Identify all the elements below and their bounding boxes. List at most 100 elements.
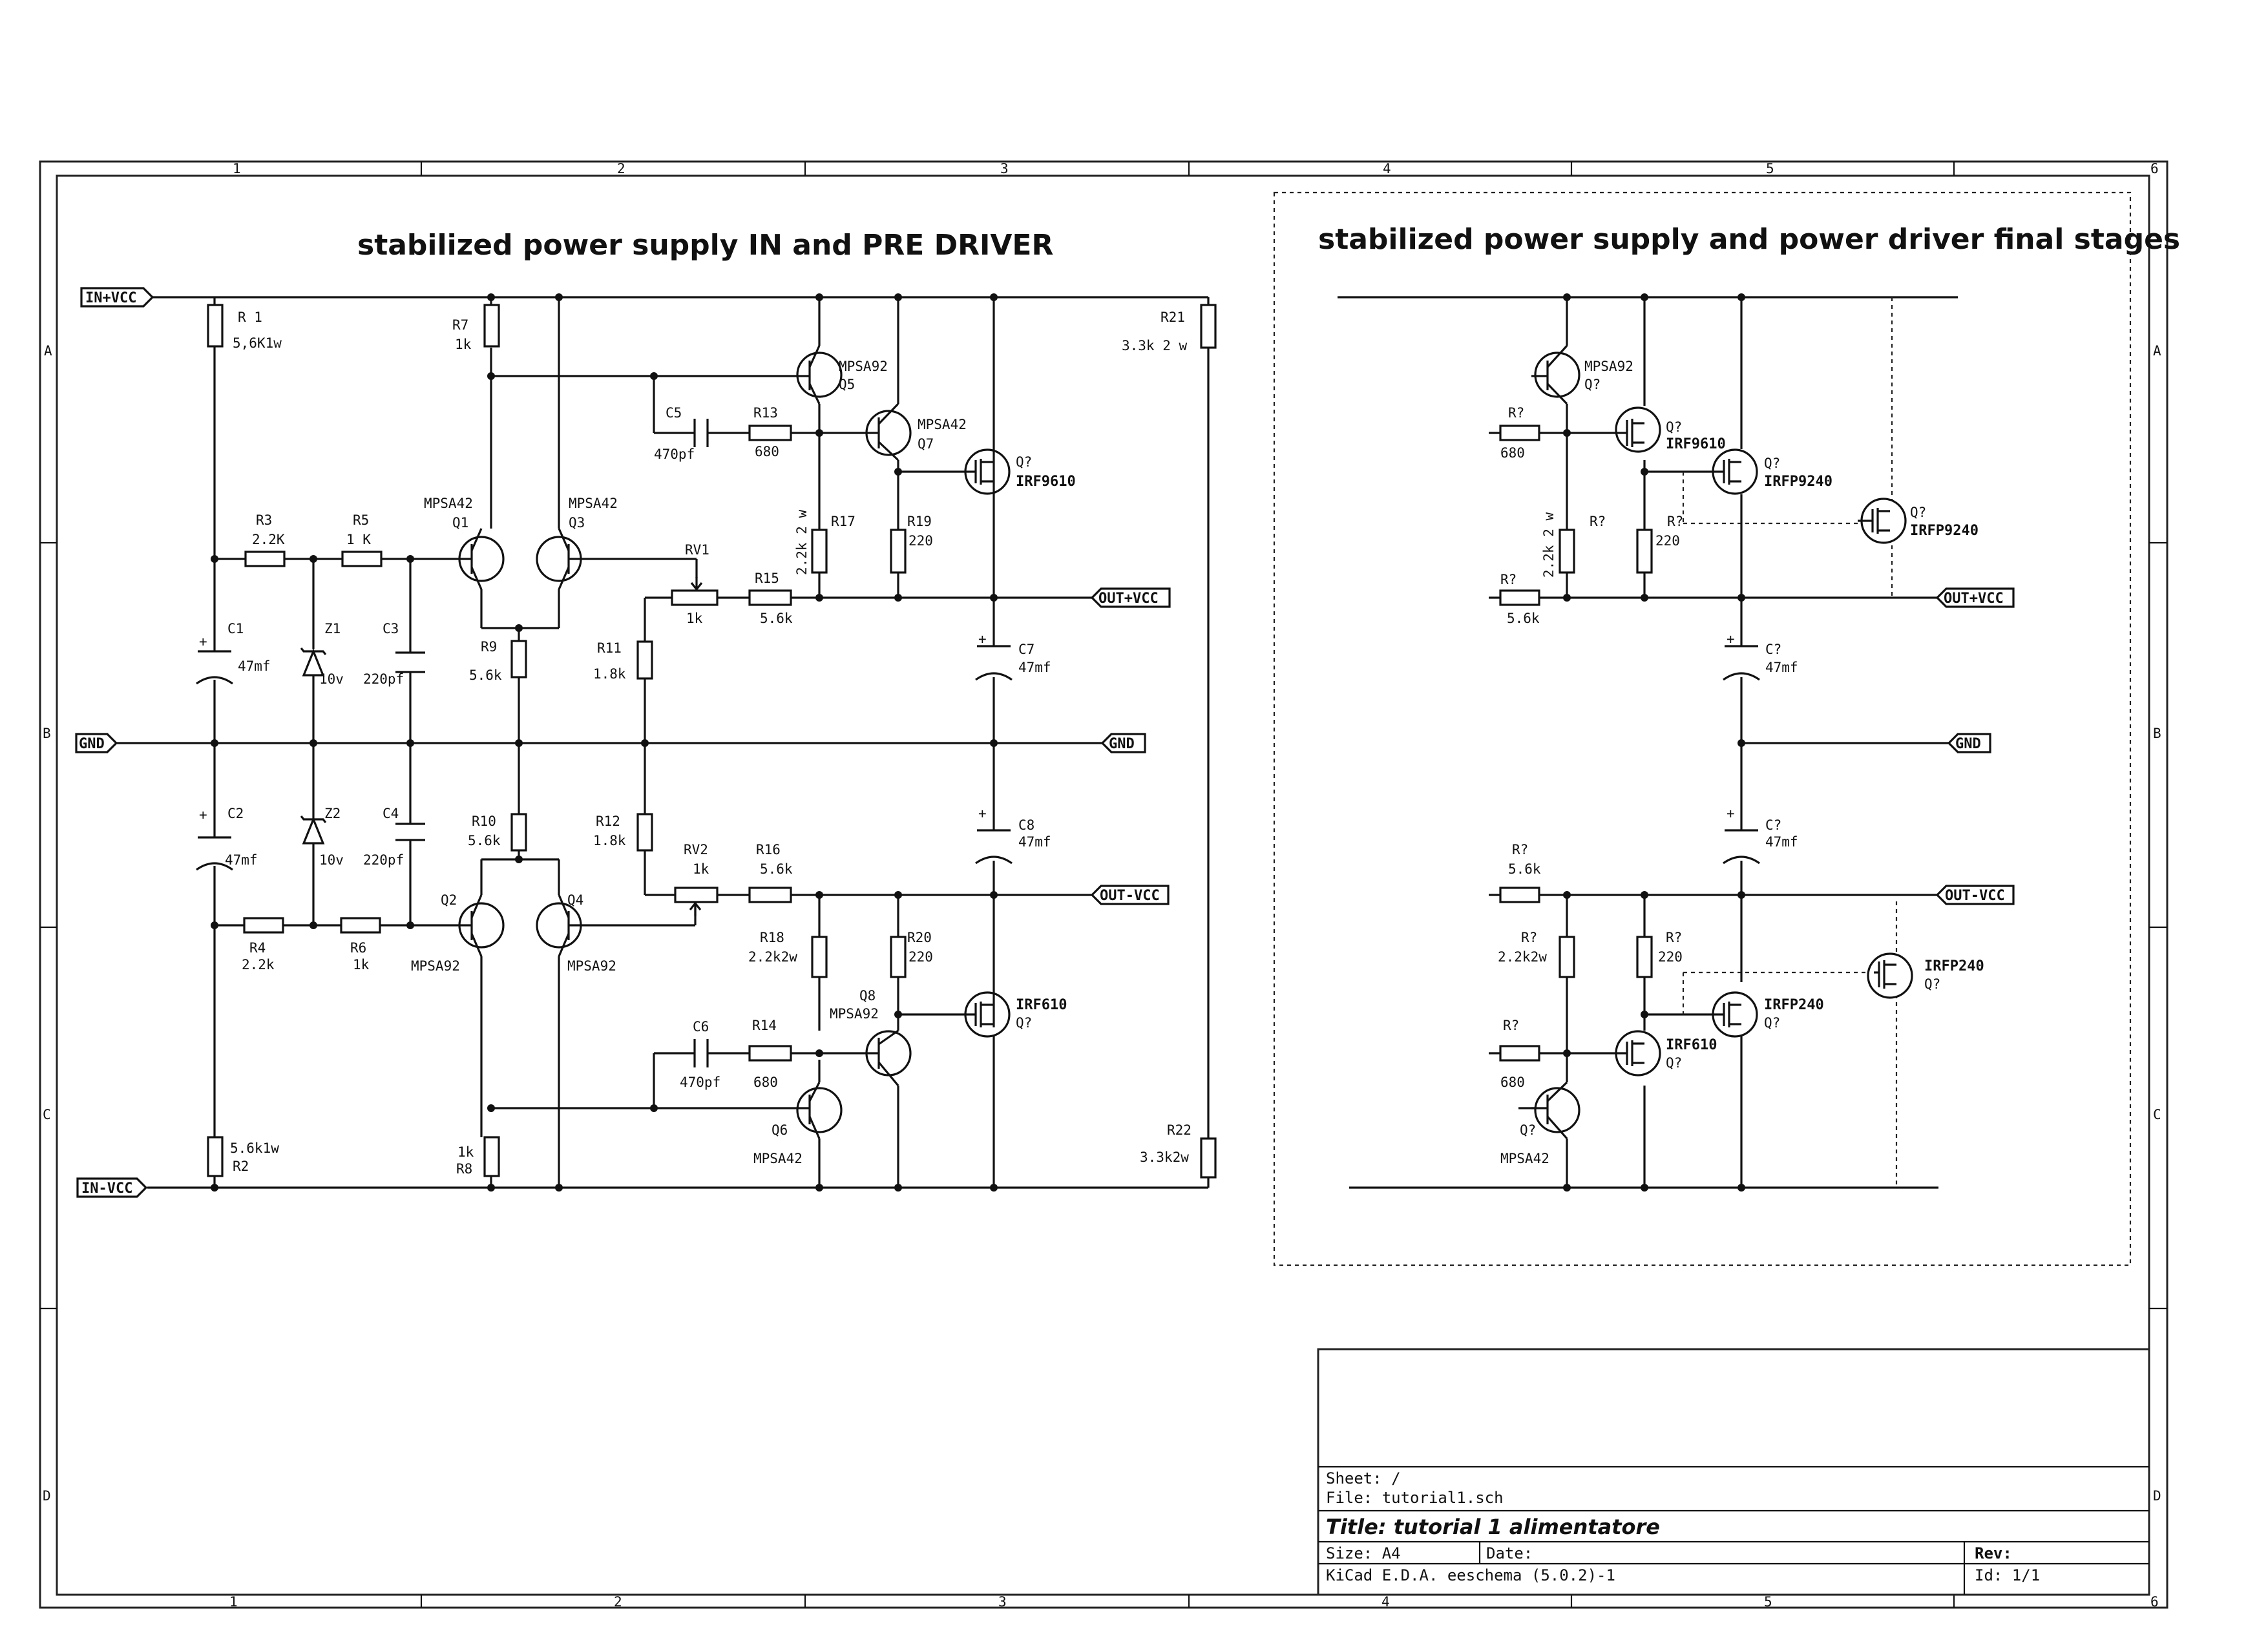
r15-value: 5.6k	[760, 611, 793, 626]
rr-22k2w-body	[1559, 529, 1575, 574]
z1-ref: Z1	[324, 621, 341, 636]
frame-row-b: B	[43, 726, 51, 741]
m1-ref: Q?	[1016, 454, 1032, 470]
rr-220a-value: 220	[1655, 533, 1680, 549]
c1-value: 47mf	[238, 658, 271, 674]
r13-body	[748, 425, 792, 441]
q6-ref: Q6	[772, 1122, 788, 1138]
c8-plus: +	[978, 806, 987, 821]
right-port-gnd: GND	[1955, 736, 1981, 752]
q1-symbol	[458, 528, 505, 590]
r14-value: 680	[753, 1075, 778, 1090]
rm-irfp240b-ref: Q?	[1764, 1015, 1780, 1031]
rq-top-ref: Q?	[1584, 377, 1601, 392]
z1-symbol	[300, 647, 327, 677]
r9-value: 5.6k	[469, 667, 502, 683]
rv1-ref: RV1	[685, 542, 709, 558]
rr-22k2w-b-body	[1559, 936, 1575, 978]
r4-value: 2.2k	[242, 957, 275, 972]
port-out-vcc-neg: OUT-VCC	[1100, 888, 1160, 904]
q6-symbol	[783, 1082, 843, 1139]
c2-value: 47mf	[225, 852, 258, 868]
rr-680-top-value: 680	[1500, 445, 1525, 461]
frame-row-c: C	[43, 1107, 51, 1122]
frame-col-2-bottom: 2	[614, 1594, 622, 1610]
left-components	[196, 304, 1217, 1179]
port-out-vcc-pos: OUT+VCC	[1098, 591, 1159, 607]
c5-value: 470pf	[654, 446, 695, 462]
frame-col-2: 2	[617, 161, 625, 176]
r15-body	[748, 589, 792, 606]
rr-680-top-ref: R?	[1508, 405, 1524, 421]
frame-row-d-right: D	[2153, 1488, 2161, 1504]
r6-value: 1k	[353, 957, 370, 972]
rc-bot-ref: C?	[1765, 817, 1781, 833]
frame-col-5: 5	[1766, 161, 1774, 176]
r13-ref: R13	[753, 405, 778, 421]
rr-22k2w-value: 2.2k 2 w	[1541, 512, 1557, 578]
r10-body	[510, 813, 527, 852]
r9-body	[510, 640, 527, 678]
r14-body	[748, 1045, 792, 1062]
q1-value: MPSA42	[424, 496, 473, 511]
c4-symbol	[395, 823, 425, 841]
tb-tool: KiCad E.D.A. eeschema (5.0.2)-1	[1326, 1566, 1615, 1584]
r11-body	[636, 640, 653, 680]
r5-body	[341, 551, 383, 567]
rv1-body	[671, 589, 719, 606]
r4-ref: R4	[249, 940, 266, 956]
tb-rev: Rev:	[1975, 1544, 2012, 1562]
r17-ref: R17	[831, 514, 856, 529]
frame-col-5-bottom: 5	[1764, 1594, 1772, 1610]
rr-22k2w-ref: R?	[1590, 514, 1606, 529]
c1-symbol	[196, 650, 233, 685]
left-wires	[115, 296, 1210, 1189]
c7-value: 47mf	[1018, 660, 1051, 675]
frame-row-b-right: B	[2153, 726, 2161, 741]
c2-ref: C2	[227, 806, 244, 821]
rc-bot-value: 47mf	[1765, 834, 1798, 850]
rm-irfp9240a-ref: Q?	[1764, 456, 1780, 471]
r3-value: 2.2K	[252, 532, 285, 547]
c3-ref: C3	[383, 621, 399, 636]
rc-top-ref: C?	[1765, 642, 1781, 657]
left-labels: R 1 5,6K1w R2 5.6k1w R3 2.2K R5 1 K R4 2…	[199, 310, 1192, 1177]
rr-56k-top-body	[1499, 589, 1540, 606]
frame-row-a: A	[44, 343, 52, 359]
rq-bot-ref: Q?	[1520, 1122, 1536, 1138]
r20-body	[890, 936, 907, 978]
right-ports: OUT+VCC GND OUT-VCC	[1935, 587, 2015, 905]
rm-irf9610-symbol	[1614, 406, 1661, 453]
rr-56k-bot-value: 5.6k	[1508, 861, 1541, 877]
z1-value: 10v	[319, 671, 344, 687]
rr-680-bot-value: 680	[1500, 1075, 1525, 1090]
r18-value: 2.2k2w	[748, 949, 797, 965]
rm-irfp240a-value: IRFP240	[1924, 958, 1984, 974]
r17-value: 2.2k 2 w	[794, 509, 810, 575]
rm-irfp240a-symbol	[1867, 952, 1913, 999]
tb-size: Size: A4	[1326, 1544, 1401, 1562]
m2-symbol	[956, 982, 1011, 1038]
port-in-vcc-neg: IN-VCC	[81, 1181, 132, 1197]
r1-ref: R 1	[238, 310, 262, 325]
r21-value: 3.3k 2 w	[1122, 338, 1188, 353]
rr-22k2w-b-ref: R?	[1521, 930, 1537, 945]
r7-value: 1k	[455, 337, 472, 352]
right-junctions	[1563, 293, 1745, 1192]
r9-ref: R9	[481, 639, 497, 655]
tb-sheet: Sheet: /	[1326, 1469, 1401, 1487]
c1-ref: C1	[227, 621, 244, 636]
c4-ref: C4	[383, 806, 399, 821]
r18-body	[811, 936, 828, 978]
rv2-value: 1k	[693, 861, 709, 877]
port-gnd-in: GND	[79, 736, 105, 752]
r7-body	[483, 304, 500, 348]
q2-symbol	[458, 894, 505, 957]
q8-ref: Q8	[859, 988, 876, 1003]
rm-irfp240b-symbol	[1706, 991, 1758, 1038]
frame-row-a-right: A	[2153, 343, 2161, 359]
r3-ref: R3	[256, 512, 272, 528]
q2-ref: Q2	[441, 892, 457, 908]
r16-body	[748, 887, 792, 903]
